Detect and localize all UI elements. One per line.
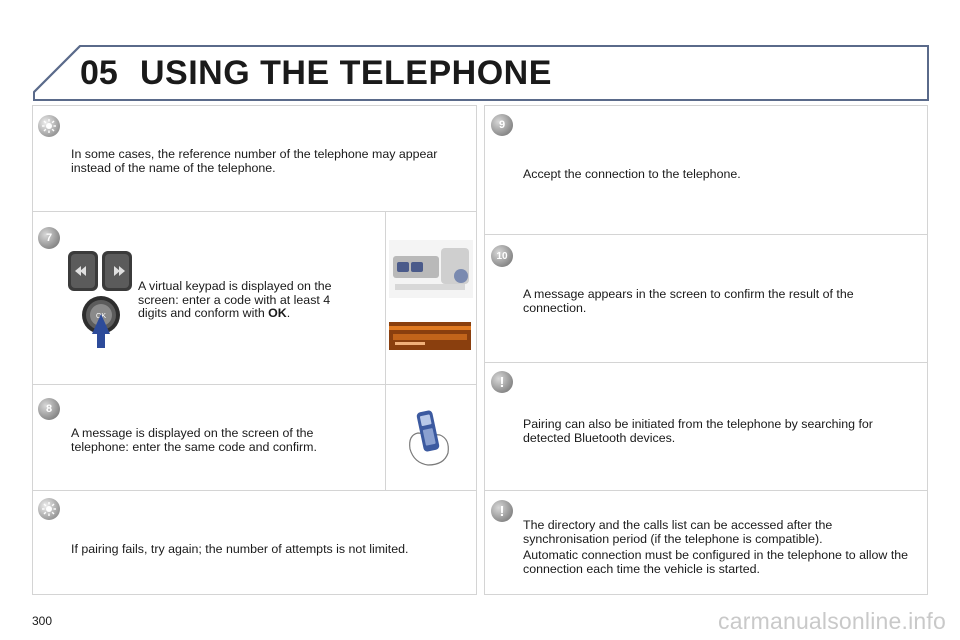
phone-hand-image: [400, 405, 460, 469]
step-8-cell: [33, 385, 476, 491]
step-7-text-end: .: [286, 306, 291, 320]
tip-bottom-text: If pairing fails, try again; the number …: [71, 542, 409, 556]
header-banner: [33, 45, 929, 101]
step-badge-9: 9: [491, 114, 513, 136]
warning-1-cell: [485, 363, 927, 491]
tip-top-cell: [33, 106, 476, 212]
page-title: USING THE TELEPHONE: [140, 54, 552, 92]
ok-knob-icon: OK: [78, 294, 124, 348]
chapter-number: 05: [80, 54, 118, 92]
tip-top-text: In some cases, the reference number of t…: [71, 147, 438, 175]
ok-keyword: OK: [268, 306, 287, 320]
step-badge-8: 8: [38, 398, 60, 420]
warning-1-text: Pairing can also be initiated from the t…: [523, 417, 873, 445]
step-badge-7: 7: [38, 227, 60, 249]
warning-badge-1: !: [491, 371, 513, 393]
watermark: carmanualsonline.info: [718, 608, 946, 634]
step-9-cell: [485, 106, 927, 235]
warning-badge-2: !: [491, 500, 513, 522]
radio-panel-image: [389, 240, 473, 298]
seek-buttons-icon: [66, 247, 134, 295]
left-panel: [32, 105, 477, 595]
warning-2-text-2: Automatic connection must be configured …: [523, 548, 909, 576]
keypad-screen-image: [389, 322, 471, 350]
warning-2-text-1: The directory and the calls list can be …: [523, 518, 833, 546]
sun-icon: [38, 115, 60, 137]
page-number: 300: [32, 614, 53, 628]
sun-icon: [38, 498, 60, 520]
step-10-text: A message appears in the screen to confi…: [523, 287, 854, 315]
step-badge-10: 10: [491, 245, 513, 267]
step-10-cell: [485, 235, 927, 363]
right-panel: [484, 105, 928, 595]
step-7-text: A virtual keypad is displayed on the scr…: [138, 279, 353, 321]
step-7-text-main: A virtual keypad is displayed on the scr…: [138, 279, 332, 320]
page-header: 05 USING THE TELEPHONE: [0, 0, 960, 110]
step-9-text: Accept the connection to the telephone.: [523, 167, 741, 181]
step-7-cell: [33, 212, 476, 385]
step-8-text: A message is displayed on the screen of …: [71, 426, 317, 454]
image-divider-7: [385, 212, 386, 491]
